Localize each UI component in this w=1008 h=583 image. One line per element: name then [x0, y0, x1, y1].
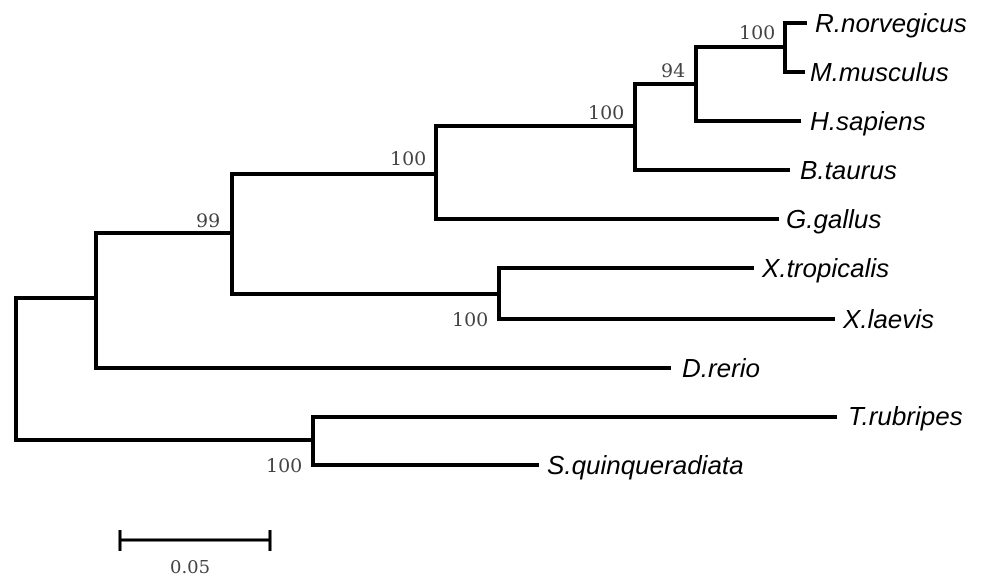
- taxon-label-btaurus: B.taurus: [800, 155, 897, 185]
- taxon-label-mmusculus: M.musculus: [810, 57, 949, 87]
- bootstrap-mammals: 100: [588, 102, 624, 124]
- taxon-label-ggallus: G.gallus: [786, 204, 881, 234]
- scale-bar-label: 0.05: [170, 557, 210, 578]
- taxon-label-hsapiens: H.sapiens: [810, 106, 926, 136]
- bootstrap-amniotes: 100: [390, 148, 426, 170]
- taxon-label-squinqueradiata: S.quinqueradiata: [547, 450, 744, 480]
- taxon-label-xtropicalis: X.tropicalis: [761, 253, 889, 283]
- taxon-label-xlaevis: X.laevis: [842, 304, 934, 334]
- bootstrap-tetrapods: 99: [196, 210, 220, 232]
- bootstrap-fish: 100: [266, 455, 302, 477]
- taxon-label-drerio: D.rerio: [682, 353, 760, 383]
- taxon-label-trubripes: T.rubripes: [848, 401, 963, 431]
- bootstrap-xenopus: 100: [452, 309, 488, 331]
- taxon-label-rnorvegicus: R.norvegicus: [815, 8, 967, 38]
- scale-bar: 0.05: [118, 530, 272, 578]
- bootstrap-rodents: 100: [739, 22, 775, 44]
- bootstrap-euarchontoglires: 94: [661, 60, 685, 82]
